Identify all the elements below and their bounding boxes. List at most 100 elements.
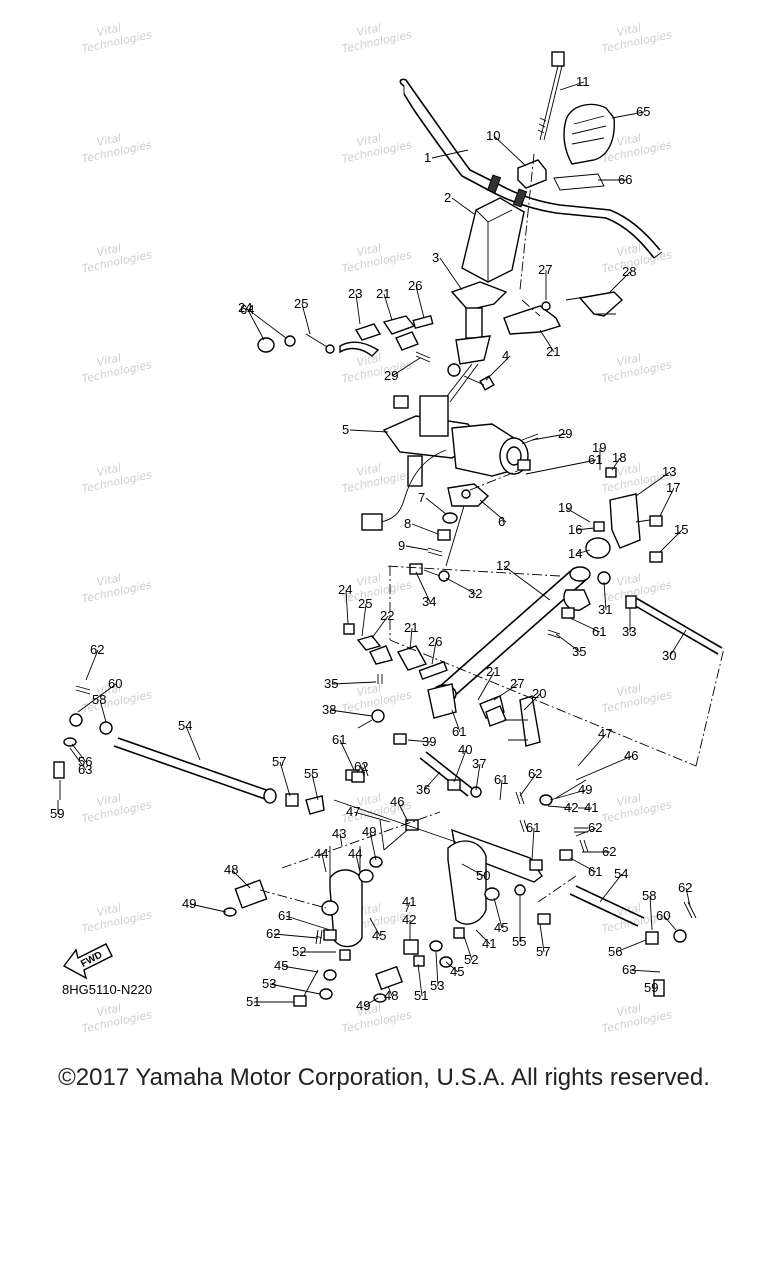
- callout-layer: 1234567891011121314151617181919202121212…: [50, 74, 692, 1013]
- callout-58: 58: [92, 692, 106, 707]
- watermark-text: Vital: [356, 21, 383, 39]
- steering-cover-part: [461, 197, 525, 283]
- callout-55: 55: [512, 934, 526, 949]
- leader-line-c62c: [519, 773, 537, 797]
- label-part: [553, 173, 605, 191]
- watermark-text: Vital: [96, 131, 123, 149]
- callout-44: 44: [348, 846, 362, 861]
- lever-cluster-lower-part: [343, 623, 448, 681]
- leader-line-c36: [423, 771, 441, 791]
- watermark-text: Vital: [616, 21, 643, 39]
- callout-48: 48: [384, 988, 398, 1003]
- callout-23: 23: [348, 286, 362, 301]
- leader-line-c54a: [185, 725, 201, 761]
- leader-line-c57b: [539, 923, 545, 953]
- watermark-text: Vital: [616, 461, 643, 479]
- leader-line-c49c: [549, 789, 587, 801]
- callout-42: 42: [402, 912, 416, 927]
- callout-39: 39: [422, 734, 436, 749]
- leader-line-c47a: [577, 733, 607, 767]
- leader-line-c45a: [281, 965, 319, 973]
- leader-line-c24b: [345, 589, 349, 625]
- callout-49: 49: [362, 824, 376, 839]
- callout-54: 54: [614, 866, 628, 881]
- callout-2: 2: [444, 190, 451, 205]
- callout-61: 61: [332, 732, 346, 747]
- callout-45: 45: [494, 920, 508, 935]
- callout-30: 30: [662, 648, 676, 663]
- leader-line-c29b: [531, 433, 567, 441]
- watermark-text: Vital: [96, 1001, 123, 1019]
- callout-43: 43: [332, 826, 346, 841]
- callout-62: 62: [354, 759, 368, 774]
- shift-shaft-part: [385, 565, 723, 655]
- callout-22: 22: [380, 608, 394, 623]
- watermark-text: Vital: [356, 571, 383, 589]
- callout-56: 56: [608, 944, 622, 959]
- callout-26: 26: [408, 278, 422, 293]
- watermark-text: Vital: [356, 681, 383, 699]
- watermark-text: Vital: [356, 791, 383, 809]
- leader-line-c49d: [363, 997, 379, 1007]
- right-tie-rod-part: [569, 885, 697, 997]
- callout-21: 21: [404, 620, 418, 635]
- callout-1: 1: [424, 150, 431, 165]
- lever-cluster-upper-part: [257, 314, 434, 357]
- clip-29-part: [415, 351, 431, 363]
- callout-52: 52: [464, 952, 478, 967]
- callout-53: 53: [430, 978, 444, 993]
- callout-10: 10: [486, 128, 500, 143]
- leader-line-c49a: [189, 903, 227, 913]
- watermark-text: Vital: [96, 681, 123, 699]
- leader-line-c12: [503, 565, 551, 601]
- leader-line-c38: [329, 709, 373, 717]
- leader-line-c37: [475, 763, 481, 791]
- callout-60: 60: [656, 908, 670, 923]
- callout-12: 12: [496, 558, 510, 573]
- leader-line-c17: [659, 487, 675, 517]
- callout-38: 38: [322, 702, 336, 717]
- nut-35-part: [547, 607, 575, 639]
- callout-61: 61: [494, 772, 508, 787]
- callout-51: 51: [246, 994, 260, 1009]
- callout-56: 56: [78, 754, 92, 769]
- leader-line-c45c: [493, 897, 503, 929]
- leader-line-c21d: [477, 671, 495, 701]
- watermark-text: Vital: [96, 21, 123, 39]
- watermark-text: Vital: [616, 791, 643, 809]
- callout-36: 36: [416, 782, 430, 797]
- callout-8: 8: [404, 516, 411, 531]
- callout-54: 54: [178, 718, 192, 733]
- leader-line-c43: [339, 833, 343, 847]
- leader-line-c31: [603, 581, 607, 611]
- callout-46: 46: [390, 794, 404, 809]
- leader-line-c53a: [269, 983, 321, 995]
- copyright-notice: ©2017 Yamaha Motor Corporation, U.S.A. A…: [58, 1064, 710, 1091]
- leader-line-c35b: [331, 681, 377, 685]
- watermark-text: Vital: [616, 571, 643, 589]
- callout-40: 40: [458, 742, 472, 757]
- watermark-text: Vital: [356, 1001, 383, 1019]
- callout-61: 61: [592, 624, 606, 639]
- callout-62: 62: [678, 880, 692, 895]
- leader-line-c42a: [547, 805, 573, 809]
- callout-44: 44: [314, 846, 328, 861]
- callout-4: 4: [502, 348, 509, 363]
- callout-52: 52: [292, 944, 306, 959]
- leader-line-c60a: [77, 683, 117, 713]
- callout-29: 29: [384, 368, 398, 383]
- leader-line-c5: [349, 429, 389, 433]
- watermark-text: Vital: [616, 351, 643, 369]
- leader-line-c51b: [417, 963, 423, 997]
- leader-line-c21c: [409, 627, 413, 651]
- leader-line-c63a: [69, 747, 87, 771]
- callout-25: 25: [294, 296, 308, 311]
- leader-line-c26b: [431, 641, 437, 665]
- callout-53: 53: [262, 976, 276, 991]
- callout-57: 57: [272, 754, 286, 769]
- callout-20: 20: [532, 686, 546, 701]
- watermark-text: Vital: [96, 241, 123, 259]
- callout-19: 19: [592, 440, 606, 455]
- callout-21: 21: [486, 664, 500, 679]
- leader-line-c62f: [273, 933, 319, 939]
